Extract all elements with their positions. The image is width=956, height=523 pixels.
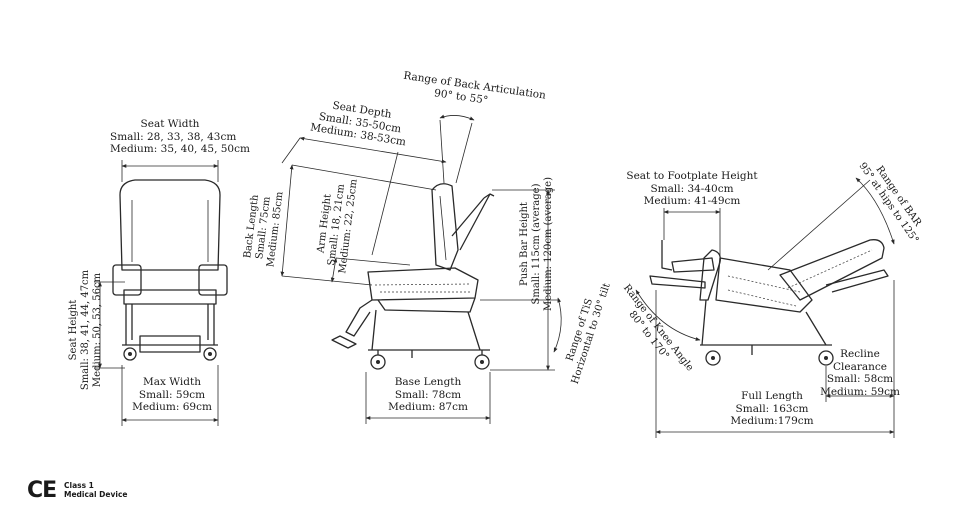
seat-height-small: Small: 38, 41, 44, 47cm xyxy=(80,269,91,391)
seat-to-footplate-small: Small: 34-40cm xyxy=(650,182,734,195)
full-length-title: Full Length xyxy=(741,390,803,402)
push-bar-height-medium: Medium: 120cm (average) xyxy=(543,177,554,311)
ce-mark: CE xyxy=(27,478,57,503)
base-length-small: Small: 78cm xyxy=(394,388,462,401)
max-width-label: Max Width Small: 59cm Medium: 69cm xyxy=(120,376,224,414)
recline-clearance-title: Recline xyxy=(840,348,880,360)
reclined-view-chair xyxy=(649,239,889,366)
seat-to-footplate-medium: Medium: 41-49cm xyxy=(643,195,741,207)
reclined-view-dimension-lines xyxy=(635,177,895,438)
device-class-line2: Medical Device xyxy=(64,490,128,499)
base-length-title: Base Length xyxy=(394,376,462,388)
push-bar-height-title: Push Bar Height xyxy=(519,202,530,286)
seat-height-label: Seat Height Small: 38, 41, 44, 47cm Medi… xyxy=(68,260,104,400)
seat-width-title: Seat Width xyxy=(140,118,200,130)
front-view-chair xyxy=(112,179,228,361)
max-width-small: Small: 59cm xyxy=(138,388,206,401)
push-bar-height-label: Push Bar Height Small: 115cm (average) M… xyxy=(519,169,555,319)
full-length-label: Full Length Small: 163cm Medium:179cm xyxy=(722,390,822,428)
front-view-dimension-lines xyxy=(94,160,219,426)
seat-width-label: Seat Width Small: 28, 33, 38, 43cm Mediu… xyxy=(110,118,250,156)
max-width-medium: Medium: 69cm xyxy=(132,401,212,413)
seat-width-small: Small: 28, 33, 38, 43cm xyxy=(110,130,237,143)
max-width-title: Max Width xyxy=(143,376,201,388)
seat-to-footplate-title: Seat to Footplate Height xyxy=(626,170,758,182)
recline-clearance-medium: Medium: 59cm xyxy=(820,385,900,398)
recline-clearance-title2: Clearance xyxy=(832,360,887,373)
recline-clearance-small: Small: 58cm xyxy=(826,373,894,385)
side-view-dimension-lines xyxy=(280,114,562,424)
recline-clearance-label: Recline Clearance Small: 58cm Medium: 59… xyxy=(820,348,900,398)
seat-width-medium: Medium: 35, 40, 45, 50cm xyxy=(110,143,250,155)
seat-height-medium: Medium: 50, 53, 56cm xyxy=(92,272,103,388)
device-class-text: Class 1 Medical Device xyxy=(64,481,127,499)
push-bar-height-small: Small: 115cm (average) xyxy=(531,183,542,305)
full-length-small: Small: 163cm xyxy=(735,402,809,415)
side-view-chair xyxy=(331,183,495,370)
seat-height-title: Seat Height xyxy=(68,299,79,361)
base-length-medium: Medium: 87cm xyxy=(388,401,468,413)
full-length-medium: Medium:179cm xyxy=(730,415,814,427)
seat-to-footplate-label: Seat to Footplate Height Small: 34-40cm … xyxy=(624,170,760,208)
base-length-label: Base Length Small: 78cm Medium: 87cm xyxy=(376,376,480,414)
device-class-line1: Class 1 xyxy=(64,481,94,490)
